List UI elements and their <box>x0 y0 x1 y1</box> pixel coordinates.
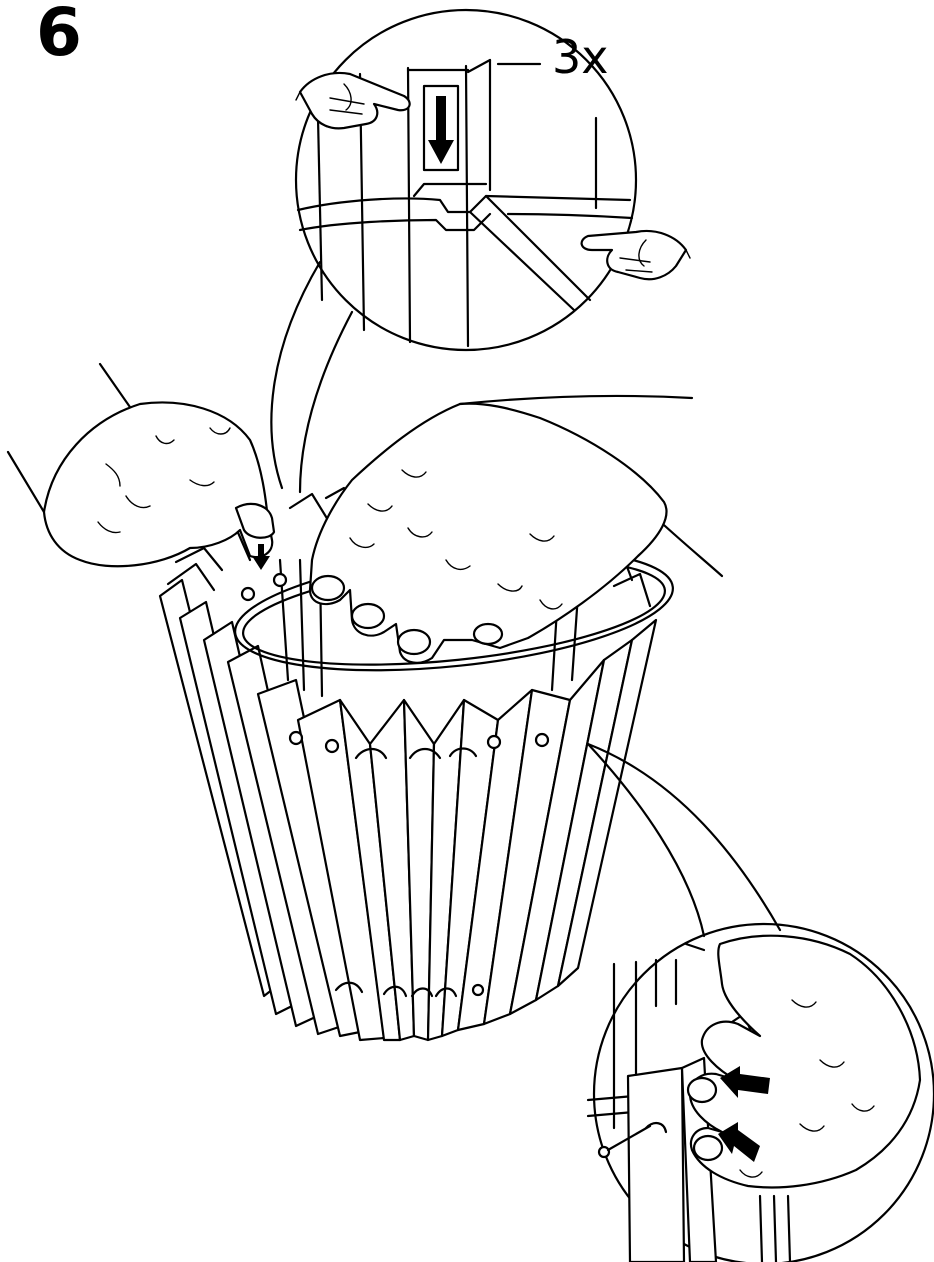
left-hand <box>8 364 274 570</box>
down-arrow-icon <box>428 96 454 164</box>
bottom-detail-callout <box>588 744 934 1262</box>
right-hand <box>310 396 722 663</box>
pointing-hand-icon <box>582 231 690 279</box>
pointing-hand-icon <box>296 73 410 128</box>
